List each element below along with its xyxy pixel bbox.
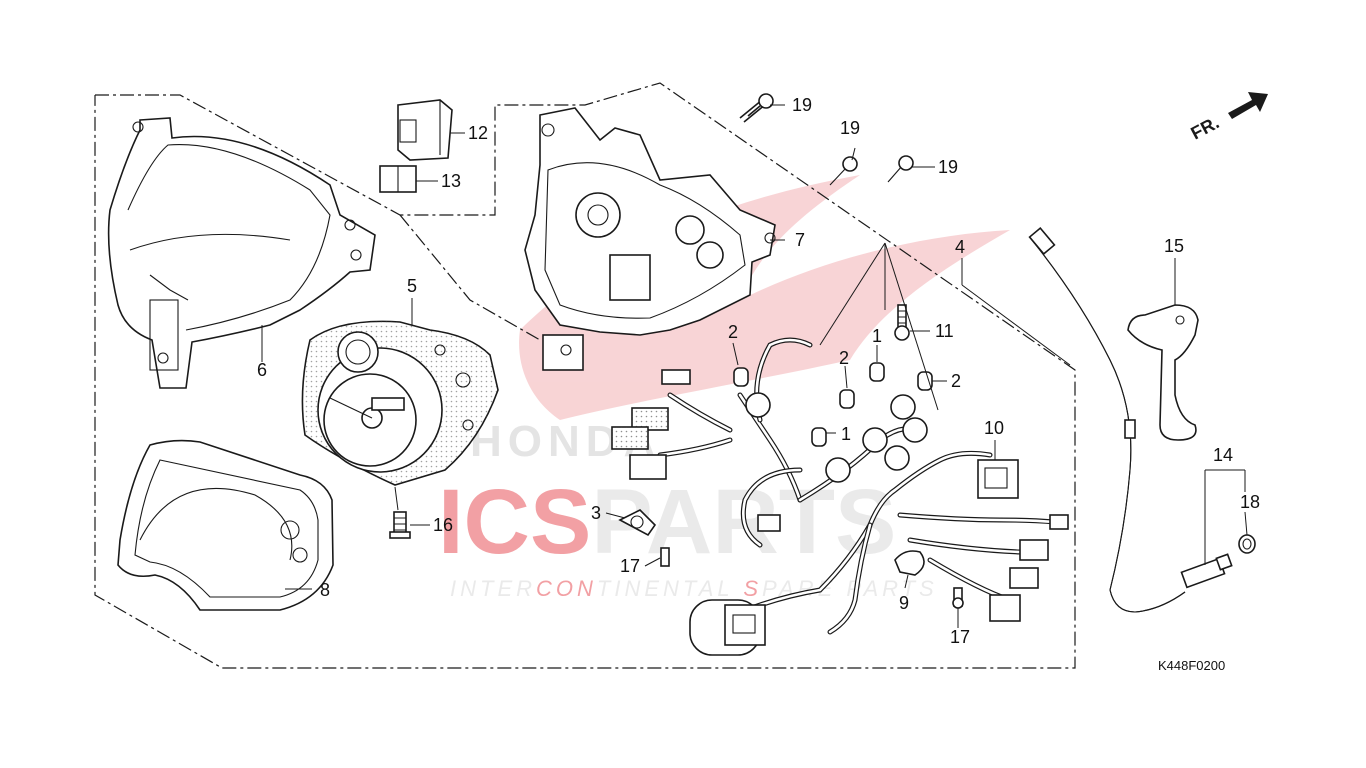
watermark-tagline-segment: INTER — [450, 576, 536, 601]
watermark-tagline-segment: S — [743, 576, 762, 601]
callout-4: 4 — [955, 237, 965, 257]
part-clamp-9 — [894, 550, 925, 576]
front-arrow-icon — [1228, 92, 1268, 119]
diagram-code: K448F0200 — [1158, 658, 1225, 673]
callout-11: 11 — [935, 321, 954, 341]
callout-13: 13 — [441, 171, 461, 191]
callout-1a: 1 — [872, 326, 882, 346]
part-screw-19-b — [829, 156, 858, 186]
callout-14: 14 — [1213, 445, 1233, 465]
watermark: HONDA ICSPARTS INTERCONTINENTAL SPARE PA… — [438, 175, 1010, 601]
part-relay-socket — [379, 165, 417, 193]
callout-1b: 1 — [841, 424, 851, 444]
callout-7: 7 — [795, 230, 805, 250]
callout-9: 9 — [899, 593, 909, 613]
part-screw-11 — [894, 304, 910, 341]
bulb-socket-group — [745, 392, 928, 483]
part-meter-panel — [117, 439, 334, 611]
part-meter — [301, 320, 499, 486]
callout-12: 12 — [468, 123, 488, 143]
watermark-tagline-segment: CON — [536, 576, 597, 601]
callout-6: 6 — [257, 360, 267, 380]
callout-17b: 17 — [950, 627, 970, 647]
part-wire-harness — [611, 337, 1069, 656]
callout-5: 5 — [407, 276, 417, 296]
watermark-tagline: INTERCONTINENTAL SPARE PARTS — [450, 576, 938, 601]
part-screw-19-a — [739, 93, 774, 123]
front-direction-label: FR. — [1187, 112, 1222, 143]
part-screw-19-c — [887, 155, 914, 183]
callout-19a: 19 — [792, 95, 812, 115]
callout-17a: 17 — [620, 556, 640, 576]
part-o-ring — [1238, 534, 1256, 554]
harness-main-connector — [689, 599, 766, 656]
leader-lines — [261, 104, 1248, 628]
callout-2c: 2 — [951, 371, 961, 391]
part-meter-upper-cover — [107, 117, 376, 389]
watermark-brand-main: ICS — [438, 471, 591, 573]
callout-16: 16 — [433, 515, 453, 535]
callout-19b: 19 — [840, 118, 860, 138]
part-cable-stay — [1127, 304, 1199, 441]
front-direction-indicator: FR. — [1187, 92, 1268, 144]
callout-18: 18 — [1240, 492, 1260, 512]
part-sensor — [1180, 553, 1233, 589]
part-screw-16 — [389, 511, 411, 539]
watermark-wing-shape — [519, 175, 1010, 420]
part-screw-17-a — [660, 547, 670, 567]
callout-3: 3 — [591, 503, 601, 523]
part-relay — [397, 99, 453, 161]
watermark-tagline-segment: TINENTAL — [597, 576, 743, 601]
assembly-outlines — [94, 82, 1076, 669]
part-meter-case — [524, 107, 776, 371]
callout-19c: 19 — [938, 157, 958, 177]
part-screw-17-b — [952, 587, 964, 609]
callout-15: 15 — [1164, 236, 1184, 256]
watermark-brand: ICSPARTS — [438, 471, 896, 573]
callout-labels: 1 1 2 2 2 3 4 5 6 7 8 9 10 11 12 13 14 1… — [257, 95, 1260, 647]
harness-right-connectors — [757, 459, 1069, 622]
part-clamp-3 — [618, 509, 657, 537]
callout-2a: 2 — [728, 322, 738, 342]
callout-10: 10 — [984, 418, 1004, 438]
callout-8: 8 — [320, 580, 330, 600]
callout-2b: 2 — [839, 348, 849, 368]
watermark-tagline-segment: PARTS — [846, 576, 937, 601]
harness-left-connectors — [611, 369, 691, 480]
part-speedometer-cable — [1028, 226, 1186, 613]
watermark-tagline-segment: PARE — [762, 576, 846, 601]
